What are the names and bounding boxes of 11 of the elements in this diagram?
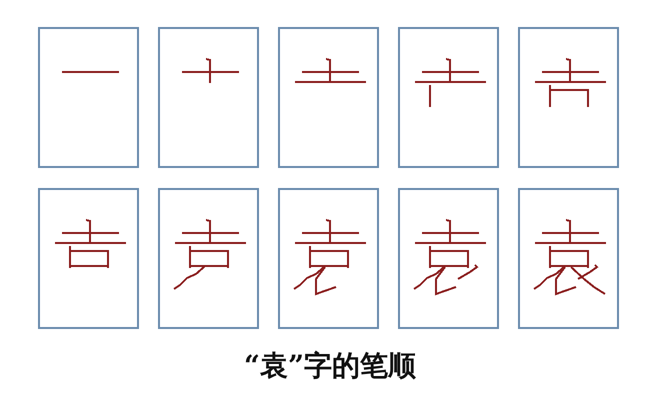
stroke-order-panel [278,188,379,329]
stroke-order-panel [158,27,259,168]
stroke-order-panel [38,27,139,168]
stroke-order-panel [278,27,379,168]
stroke-order-panel [518,188,619,329]
stroke-order-panel [158,188,259,329]
stroke-order-panel [38,188,139,329]
diagram-title: “袁”字的笔顺 [244,349,416,382]
stroke-order-panel [398,188,499,329]
stroke-order-panel [518,27,619,168]
stroke-order-panel [398,27,499,168]
